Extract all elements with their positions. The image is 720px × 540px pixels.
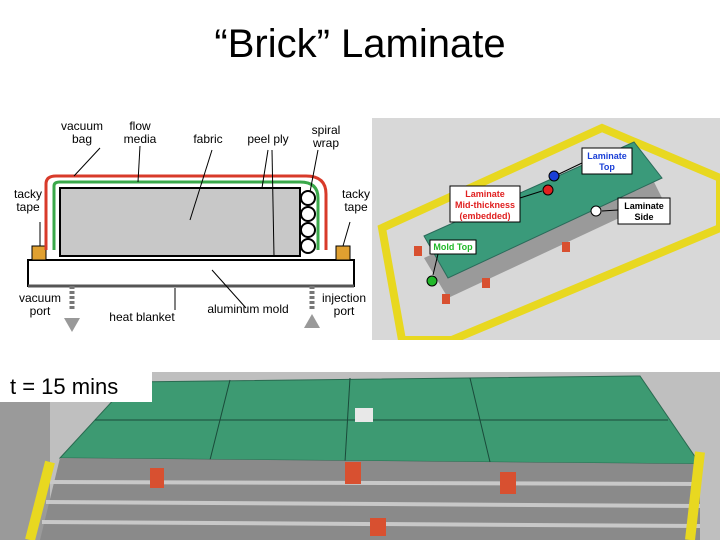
svg-text:Side: Side	[634, 212, 653, 222]
label-spiral-wrap: wrap	[312, 136, 339, 150]
label-injection-port: port	[334, 304, 355, 318]
callout-laminate-side	[617, 197, 671, 225]
label-tacky-tape-left: tacky	[14, 187, 42, 201]
vacuum-port-arrow	[64, 318, 80, 332]
mold-top-marker	[426, 275, 438, 287]
tacky-tape-left-shape	[31, 245, 47, 261]
fabric-shape	[59, 187, 301, 257]
svg-text:Mid-thickness: Mid-thickness	[455, 200, 515, 210]
svg-text:(embedded): (embedded)	[459, 211, 510, 221]
label-injection-port: injection	[322, 291, 366, 305]
svg-text:Laminate: Laminate	[465, 189, 505, 199]
aluminum-mold-shape	[27, 259, 355, 287]
label-flow-media: media	[124, 132, 157, 146]
label-vacuum-port: vacuum	[19, 291, 61, 305]
label-flow-media: flow	[129, 119, 151, 133]
label-spiral-wrap: spiral	[312, 123, 341, 137]
svg-text:Laminate: Laminate	[587, 151, 627, 161]
callout-laminate-top	[581, 147, 633, 175]
laminate-mid-marker	[542, 184, 554, 196]
label-vacuum-port: port	[30, 304, 51, 318]
tacky-tape-right-shape	[335, 245, 351, 261]
label-vacuum-bag: bag	[72, 132, 92, 146]
injection-port-arrow	[304, 314, 320, 328]
label-vacuum-bag: vacuum	[61, 119, 103, 133]
laminate-photo-annotated: Laminate Top Laminate Mid-thickness (emb…	[372, 118, 720, 340]
label-tacky-tape-right: tacky	[342, 187, 370, 201]
label-aluminum-mold: aluminum mold	[207, 302, 288, 316]
spiral-wrap-coil	[300, 190, 316, 206]
time-label: t = 15 mins	[0, 372, 152, 402]
callout-mold-top	[429, 239, 477, 255]
label-peel-ply: peel ply	[247, 132, 288, 146]
slide-title: “Brick” Laminate	[214, 22, 506, 66]
spiral-wrap-coil	[300, 206, 316, 222]
label-fabric: fabric	[193, 132, 222, 146]
label-tacky-tape-left: tape	[16, 200, 40, 214]
vacuum-bag-shape	[44, 174, 328, 250]
svg-text:Laminate: Laminate	[624, 201, 664, 211]
spiral-wrap-coil	[300, 222, 316, 238]
svg-text:Top: Top	[599, 162, 615, 172]
flow-media-shape	[52, 180, 320, 250]
vacuum-infusion-diagram: vacuum bag flow media fabric peel ply sp…	[14, 119, 370, 332]
label-tacky-tape-right: tape	[344, 200, 368, 214]
laminate-top-marker	[548, 170, 560, 182]
callout-laminate-mid	[449, 185, 521, 223]
spiral-wrap-coil	[300, 238, 316, 254]
svg-text:Mold Top: Mold Top	[433, 242, 473, 252]
label-heat-blanket: heat blanket	[109, 310, 175, 324]
laminate-side-marker	[590, 205, 602, 217]
laminate-top-surface	[423, 141, 663, 279]
